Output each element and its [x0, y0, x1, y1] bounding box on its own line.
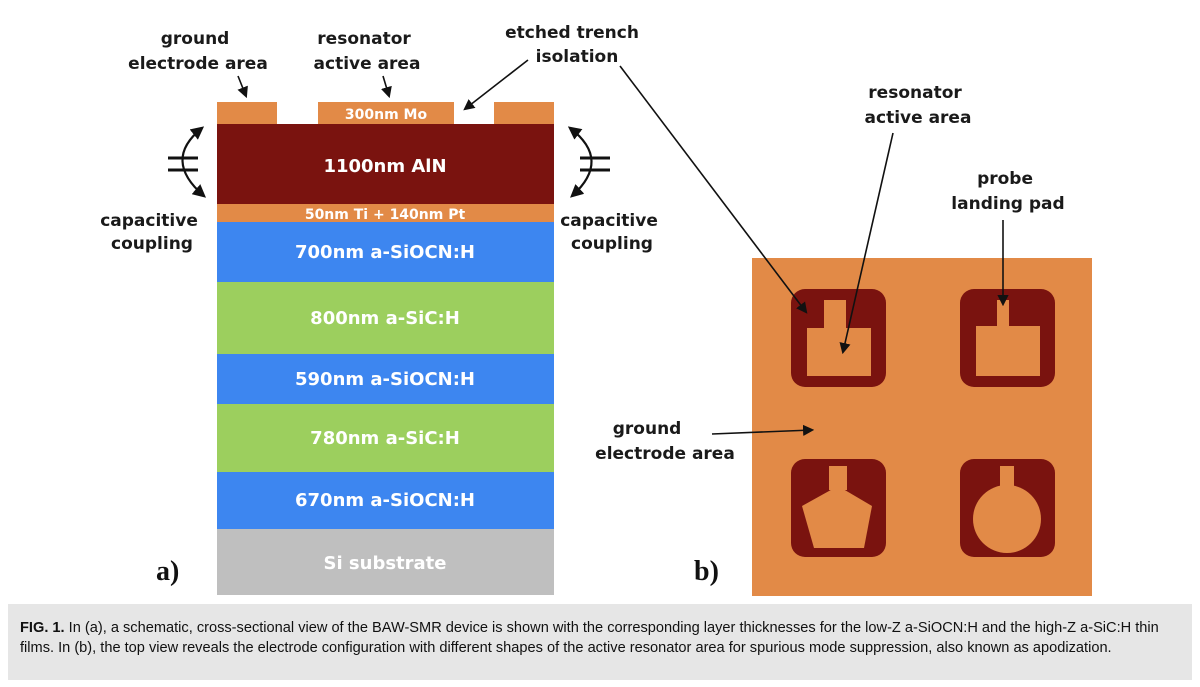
- resonator-square-1: [791, 289, 886, 387]
- layer-ti-pt: [217, 204, 554, 222]
- layer-label-sic-1: 800nm a-SiC:H: [310, 308, 460, 329]
- arrow-resonator-active-a: [381, 75, 392, 99]
- caption-text: In (a), a schematic, cross-sectional vie…: [20, 620, 1159, 656]
- probe-pad: [824, 300, 846, 330]
- active-area: [802, 486, 872, 548]
- resonator-circle: [960, 459, 1055, 557]
- layer-label-ti-pt: 50nm Ti + 140nm Pt: [305, 207, 466, 223]
- annot-resonator-active-a: resonator active area: [314, 29, 421, 74]
- annot-capacitive-left: capacitive coupling: [100, 211, 204, 254]
- layer-siocn-2: [217, 354, 554, 404]
- mo-ground-pad-left: [217, 102, 277, 124]
- mo-active-electrode: [318, 102, 454, 124]
- layer-label-siocn-3: 670nm a-SiOCN:H: [295, 490, 475, 511]
- probe-pad: [997, 300, 1009, 328]
- probe-pad: [829, 466, 847, 490]
- layer-label-sic-2: 780nm a-SiC:H: [310, 428, 460, 449]
- active-area: [973, 485, 1041, 553]
- probe-pad: [1000, 466, 1014, 490]
- layer-label-siocn-2: 590nm a-SiOCN:H: [295, 369, 475, 390]
- arrow-etched-trench-b: [619, 65, 808, 314]
- layer-siocn-3: [217, 472, 554, 529]
- capacitor-symbol-right: [567, 126, 610, 198]
- layer-label-aln: 1100nm AlN: [323, 156, 446, 177]
- figure: 300nm Mo 1100nm AlN 50nm Ti + 140nm Pt 7…: [100, 23, 1092, 596]
- layer-label-siocn-1: 700nm a-SiOCN:H: [295, 242, 475, 263]
- resonator-pentagon: [791, 459, 886, 557]
- layer-label-mo: 300nm Mo: [345, 107, 428, 123]
- layer-sic-1: [217, 282, 554, 354]
- arrow-ground-electrode-a: [237, 75, 248, 99]
- arrow-ground-electrode-b: [711, 424, 815, 436]
- layer-siocn-1: [217, 222, 554, 282]
- panel-b-label: b): [694, 556, 719, 587]
- arrow-resonator-active-b: [839, 132, 894, 355]
- layer-label-si: Si substrate: [324, 553, 447, 574]
- caption-fig-label: FIG. 1.: [20, 620, 65, 636]
- figure-caption: FIG. 1. In (a), a schematic, cross-secti…: [8, 604, 1192, 680]
- capacitor-symbol-left: [168, 126, 207, 198]
- annot-capacitive-right: capacitive coupling: [560, 211, 664, 254]
- panel-b-annotations: resonator active area probe landing pad …: [595, 65, 1065, 587]
- layer-sic-2: [217, 404, 554, 472]
- resonator-square-2: [960, 289, 1055, 387]
- annot-resonator-active-b: resonator active area: [865, 83, 972, 128]
- annot-ground-electrode-a: ground electrode area: [128, 29, 268, 74]
- layer-stack: 300nm Mo 1100nm AlN 50nm Ti + 140nm Pt 7…: [217, 102, 554, 595]
- annot-probe-pad: probe landing pad: [951, 169, 1064, 214]
- active-area: [976, 326, 1040, 376]
- panel-a-annotations: ground electrode area resonator active a…: [100, 23, 664, 587]
- arrow-etched-trench: [463, 59, 529, 111]
- mo-ground-pad-right: [494, 102, 554, 124]
- panel-a-label: a): [156, 556, 179, 587]
- active-area: [807, 328, 871, 376]
- annot-etched-trench: etched trench isolation: [505, 23, 645, 67]
- annot-ground-electrode-b: ground electrode area: [595, 419, 735, 464]
- layer-aln: [217, 124, 554, 204]
- layer-si-substrate: [217, 529, 554, 595]
